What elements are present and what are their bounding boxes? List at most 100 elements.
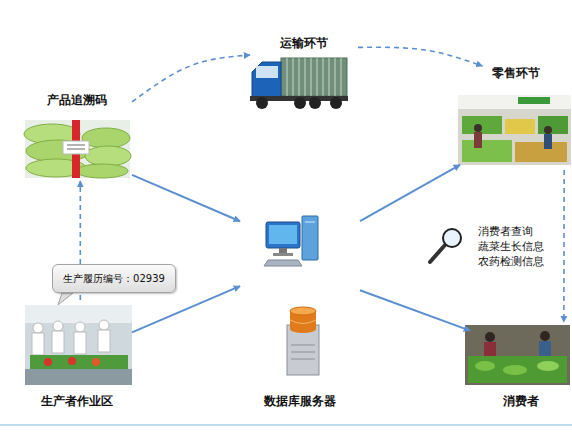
market-picture <box>465 325 570 385</box>
picture-background <box>25 305 132 385</box>
picture-background <box>465 325 570 385</box>
produce <box>68 357 76 365</box>
database-band <box>290 320 316 324</box>
query-label: 消费者查询 <box>478 225 533 238</box>
truck-cargo <box>281 58 347 96</box>
greens <box>503 365 527 375</box>
pc-tower <box>302 216 318 260</box>
picture-background <box>25 120 130 178</box>
server-body <box>287 325 319 375</box>
truck-icon <box>250 58 348 109</box>
supermarket-picture <box>458 95 571 165</box>
code-sticker <box>63 141 89 154</box>
ceiling <box>458 95 571 109</box>
database-cylinder <box>290 325 316 333</box>
truck-wheel <box>309 97 321 109</box>
screen <box>269 225 297 244</box>
magnifier-icon <box>430 229 461 262</box>
truck-wheel <box>294 97 306 109</box>
database-server-node: 数据库服务器 <box>240 205 360 408</box>
node-label: 零售环节 <box>492 66 540 80</box>
server-slot <box>291 345 315 346</box>
server-slot <box>291 359 315 360</box>
trace-code-node: 产品追溯码 <box>22 93 132 181</box>
truck-wheel <box>330 97 342 109</box>
produce <box>92 358 100 366</box>
cucumber <box>76 164 128 178</box>
worker <box>74 332 86 354</box>
database-top <box>290 307 316 315</box>
produce-shelf <box>538 116 568 134</box>
worker <box>75 322 85 332</box>
worker <box>33 323 43 333</box>
worker <box>99 320 109 330</box>
produce-stand <box>515 142 567 162</box>
node-label: 数据库服务器 <box>264 394 336 408</box>
bottom-rule <box>0 424 572 426</box>
node-label: 消费者 <box>503 394 539 408</box>
floor <box>25 369 132 385</box>
computer-icon <box>264 216 318 266</box>
retail-node: 零售环节 <box>460 66 572 170</box>
truck-cab <box>252 62 281 100</box>
node-label: 生产履历编号：02939 <box>63 272 165 286</box>
vegetable-stall <box>468 356 567 383</box>
cargo-slats <box>287 58 341 96</box>
store-sign <box>518 97 550 104</box>
node-label: 产品追溯码 <box>47 93 107 107</box>
shopper <box>474 132 482 148</box>
flow-arrow <box>360 290 470 330</box>
shopper <box>544 134 552 149</box>
producer-node: 生产者作业区 <box>22 300 132 408</box>
truck-window <box>256 66 278 78</box>
produce-stand <box>462 140 512 162</box>
transport-node: 运输环节 <box>250 36 358 112</box>
consumer <box>540 331 550 341</box>
flow-arrow <box>358 47 482 66</box>
flow-arrow <box>132 175 240 221</box>
node-label: 生产者作业区 <box>41 394 113 408</box>
worker <box>32 333 44 355</box>
tower-slot <box>305 222 315 223</box>
query-label: 农药检测信息 <box>478 255 544 268</box>
flow-arrow <box>360 165 460 221</box>
consumer <box>485 332 495 342</box>
node-label: 运输环节 <box>280 36 328 50</box>
worker <box>52 331 64 353</box>
truck-wheel <box>256 97 268 109</box>
vegetable-picture <box>24 120 131 178</box>
consumer <box>539 341 551 357</box>
sorting-table <box>30 355 128 369</box>
shopper <box>544 126 552 134</box>
consumer <box>484 342 496 358</box>
back-wall <box>25 305 132 323</box>
server-slot <box>291 352 315 353</box>
picture-background <box>458 95 571 165</box>
greens <box>475 361 495 371</box>
monitor-base <box>273 253 293 256</box>
flow-arrow <box>132 286 240 332</box>
keyboard <box>264 260 302 266</box>
shopper <box>474 124 482 132</box>
worker <box>53 321 63 331</box>
workshop-picture <box>25 305 132 385</box>
cucumber <box>85 146 131 166</box>
worker <box>98 330 110 352</box>
produce-shelf <box>462 116 502 134</box>
flow-arrow <box>132 55 250 102</box>
magnifier-handle <box>430 245 445 262</box>
produce-shelf <box>505 119 535 134</box>
server-icon <box>287 307 319 375</box>
query-label: 蔬菜生长信息 <box>478 240 544 253</box>
monitor <box>266 222 300 248</box>
callout-bubble: 生产履历编号：02939 <box>52 264 176 293</box>
consumer-node: 消费者 <box>470 322 572 408</box>
sticker-line <box>67 149 85 150</box>
sticker-line <box>67 145 85 146</box>
magnifier-lens <box>443 229 461 247</box>
flow-arrow <box>563 170 565 322</box>
callout-tail <box>58 293 73 305</box>
